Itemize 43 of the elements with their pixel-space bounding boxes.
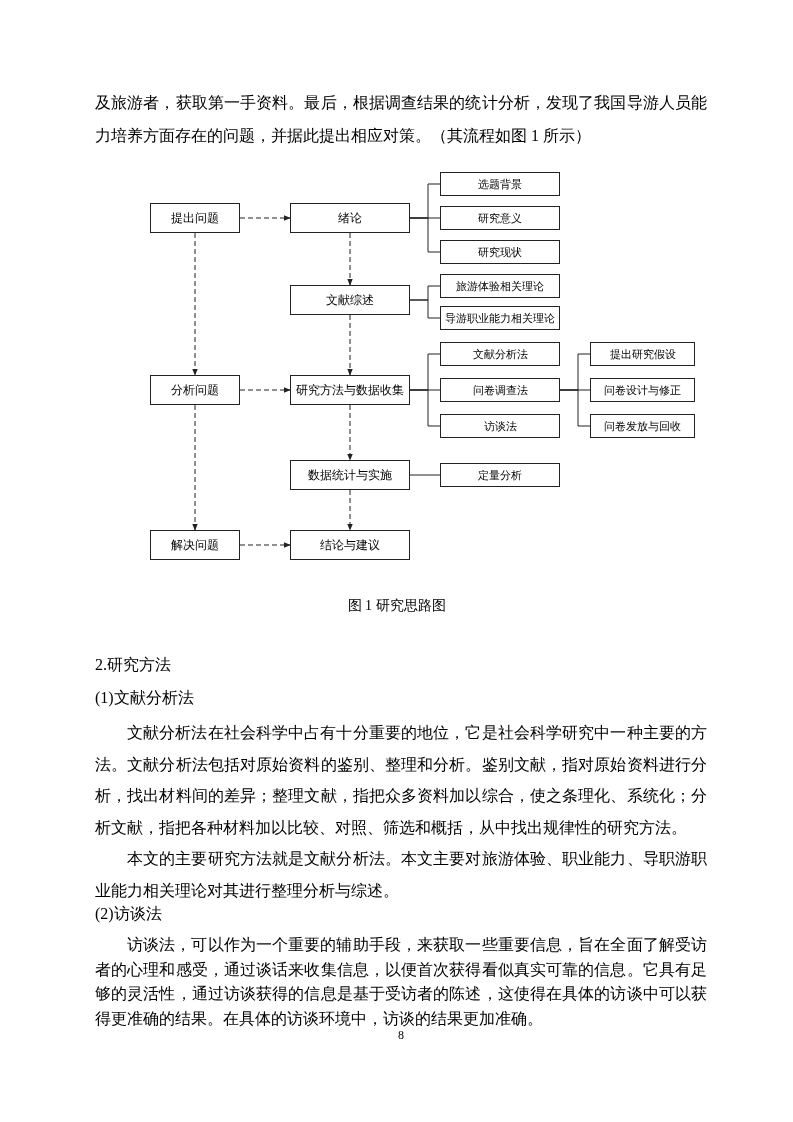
dashed-arrow [239, 542, 291, 548]
process-box: 旅游体验相关理论 [440, 274, 560, 298]
dashed-arrow [192, 404, 198, 531]
dashed-arrow [239, 215, 291, 221]
dashed-arrow [347, 232, 353, 286]
process-box: 问卷调查法 [440, 378, 560, 402]
body-paragraph: 本文的主要研究方法就是文献分析法。本文主要对旅游体验、职业能力、导职游职业能力相关理论对其进行整理分析与综述。 [95, 849, 707, 901]
process-box: 文献分析法 [440, 342, 560, 366]
dashed-arrow [347, 314, 353, 376]
page-number: 8 [397, 1027, 405, 1043]
process-box: 提出问题 [150, 203, 240, 233]
dashed-arrow [192, 232, 198, 376]
dashed-arrow [239, 387, 291, 393]
subsection-heading: (2)访谈法 [95, 904, 163, 925]
process-box: 结论与建议 [290, 530, 410, 560]
figure-caption: 图 1 研究思路图 [346, 597, 447, 615]
process-box: 绪论 [290, 203, 410, 233]
connector-line [409, 389, 441, 427]
process-box: 文献综述 [290, 285, 410, 315]
dashed-arrow [347, 404, 353, 461]
process-box: 研究方法与数据收集 [290, 375, 410, 405]
connector-line [409, 299, 441, 319]
process-box: 研究现状 [440, 240, 560, 264]
process-box: 导游职业能力相关理论 [440, 306, 560, 330]
section-heading: 2.研究方法 [95, 655, 172, 675]
connector-line [559, 389, 591, 427]
process-box: 访谈法 [440, 414, 560, 438]
process-box: 分析问题 [150, 375, 240, 405]
subsection-heading: (1)文献分析法 [95, 688, 195, 709]
body-paragraph: 文献分析法在社会科学中占有十分重要的地位，它是社会科学研究中一种主要的方法。文献分析法包括对原始资料的鉴别、整理和分析。鉴别文献，指对原始资料进行分析，找出材料间的差异；整理文献，指把众多资料加以综合，使之条理化、系统化；分析文献，指把各种材料加以比较、对照、筛选和概括，从中找出规律性的研究方法。 [95, 723, 707, 838]
dashed-arrow [347, 489, 353, 531]
process-box: 数据统计与实施 [290, 460, 410, 490]
connector-line [409, 217, 441, 253]
process-box: 定量分析 [440, 463, 560, 487]
process-box: 提出研究假设 [590, 342, 695, 366]
body-paragraph: 访谈法，可以作为一个重要的辅助手段，来获取一些重要信息，旨在全面了解受访者的心理和感受，通过谈话来收集信息，以便首次获得看似真实可靠的信息。它具有足够的灵活性，通过访谈获得的信息是基于受访者的陈述，这使得在具体的访谈中可以获得更准确的结果。在具体的访谈环境中，访谈的结果更加准确。 [95, 935, 707, 1029]
process-box: 研究意义 [440, 206, 560, 230]
process-box: 问卷发放与回收 [590, 414, 695, 438]
process-box: 选题背景 [440, 172, 560, 196]
body-paragraph: 及旅游者，获取第一手资料。最后，根据调查结果的统计分析，发现了我国导游人员能力培养方面存在的问题，并据此提出相应对策。（其流程如图 1 所示） [95, 93, 707, 146]
process-box: 问卷设计与修正 [590, 378, 695, 402]
connector-line [409, 474, 441, 476]
process-box: 解决问题 [150, 530, 240, 560]
